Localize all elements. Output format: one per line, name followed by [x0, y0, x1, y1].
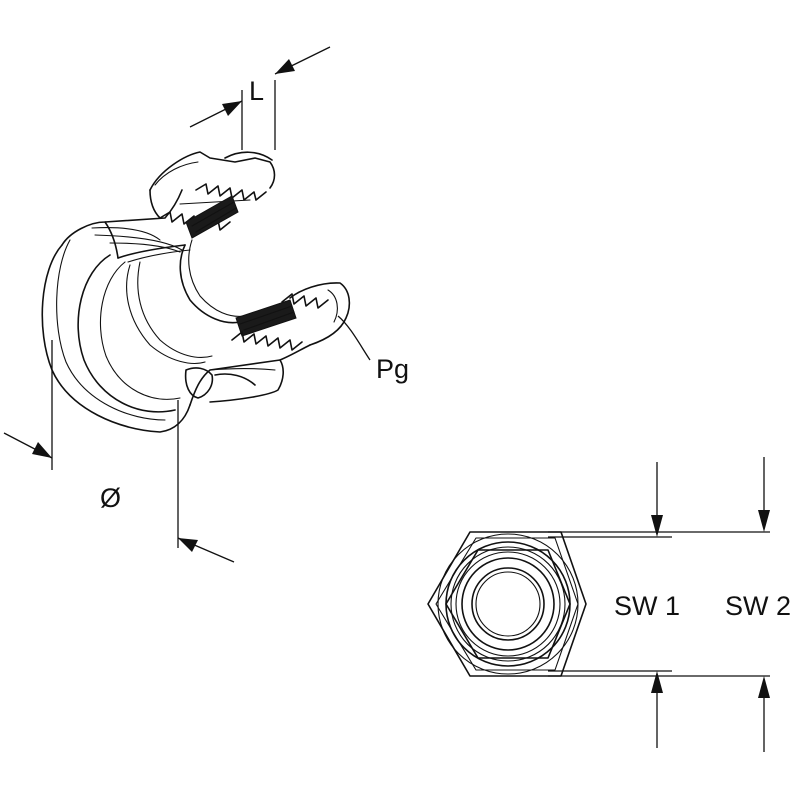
outer-hexagon [427, 531, 587, 677]
dia-arrow-left [32, 442, 52, 458]
sw2-bottom-arrow [758, 676, 770, 698]
body-front-rim-inner [56, 239, 166, 421]
gland-side-view [41, 151, 351, 433]
ring-3 [455, 551, 561, 657]
lower-flange-tab [184, 367, 214, 399]
bore-outer [471, 567, 545, 641]
upper-seal-insert [185, 195, 239, 239]
ring-4 [461, 557, 555, 651]
label-pg: Pg [376, 354, 409, 384]
cap-top-inner [154, 161, 199, 186]
sw1-bottom-arrow [651, 671, 663, 693]
label-sw1: SW 1 [614, 591, 680, 621]
dimension-sw: SW 1 SW 2 [548, 457, 791, 752]
dimension-diameter: Ø [3, 340, 235, 563]
body-top-step [104, 221, 119, 259]
label-diameter: Ø [100, 483, 121, 513]
inner-bore-shade-2 [137, 261, 213, 358]
bore-front-edge [77, 254, 176, 413]
gland-front-view [427, 531, 587, 677]
bore-top-line [117, 244, 186, 259]
thread-pg-callout: Pg [337, 315, 409, 384]
ring-2 [450, 546, 566, 662]
body-top-contour [61, 189, 183, 246]
inner-sleeve-curve [179, 244, 241, 324]
body-front-rim [41, 244, 191, 433]
lower-body-line [209, 367, 276, 371]
inner-hexagon [445, 549, 571, 659]
lower-cap-bottom [279, 344, 311, 361]
hex-chamfer-circle [437, 533, 579, 675]
bore-inner-edge [99, 261, 181, 400]
lower-body-contour [189, 359, 284, 406]
outer-hexagon-chamfer [435, 537, 579, 671]
lower-seal-stripes [239, 305, 295, 331]
lower-seal-insert [235, 299, 297, 337]
sw1-top-arrow [651, 515, 663, 537]
cap-thread-teeth [195, 183, 267, 201]
sw2-top-arrow [758, 510, 770, 532]
body-top-line [91, 227, 161, 241]
inner-sleeve-curve-2 [188, 239, 246, 317]
bore-inner [475, 571, 541, 637]
lower-cap-inner [327, 289, 338, 323]
cap-dome-top [224, 151, 273, 161]
dim-l-arrow-right [275, 59, 295, 74]
lower-flange-line [214, 373, 256, 386]
body-hatch-1 [94, 234, 183, 251]
inner-bore-shade [126, 264, 206, 364]
dim-l-arrow-left [222, 101, 242, 116]
cap-top-contour [149, 151, 276, 191]
label-l: L [249, 76, 264, 106]
ring-outer [445, 541, 571, 667]
bore-top-line-2 [127, 249, 191, 263]
body-hatch-2 [109, 242, 181, 253]
lower-cap-contour [289, 282, 351, 346]
cap-inner-line [179, 199, 251, 205]
label-sw2: SW 2 [725, 591, 791, 621]
lower-thread-teeth [231, 331, 303, 351]
dimension-l: L [189, 46, 331, 150]
pg-leader-line [337, 315, 371, 361]
cap-left-edge [149, 189, 161, 219]
upper-seal-stripes [191, 201, 237, 233]
dia-arrow-right [178, 538, 198, 552]
